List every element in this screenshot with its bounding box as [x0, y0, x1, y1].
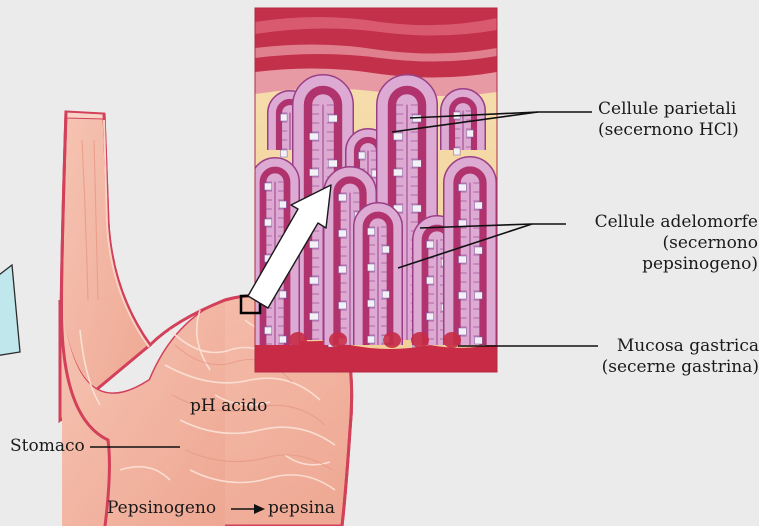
side-shape — [0, 265, 20, 356]
label-text: (secerne gastrina) — [580, 357, 759, 378]
label-mucosa: Mucosa gastrica (secerne gastrina) — [580, 336, 759, 378]
label-text: Cellule adelomorfe — [568, 212, 758, 233]
label-text: (secernono HCl) — [598, 120, 739, 141]
label-text: pepsinogeno) — [568, 254, 758, 275]
label-chief-cells: Cellule adelomorfe (secernono pepsinogen… — [568, 212, 758, 275]
label-text: (secernono — [568, 233, 758, 254]
label-text: Mucosa gastrica — [580, 336, 759, 357]
gland — [457, 170, 483, 345]
label-ph: pH acido — [190, 396, 267, 417]
label-pepsinogen: Pepsinogeno — [107, 498, 216, 519]
label-text: Cellule parietali — [598, 99, 739, 120]
gland — [452, 100, 474, 155]
label-parietal-cells: Cellule parietali (secernono HCl) — [598, 99, 739, 141]
gland — [366, 215, 390, 345]
label-pepsin: pepsina — [268, 498, 335, 519]
gastric-wall-block — [255, 8, 497, 372]
label-stomach: Stomaco — [10, 436, 85, 457]
